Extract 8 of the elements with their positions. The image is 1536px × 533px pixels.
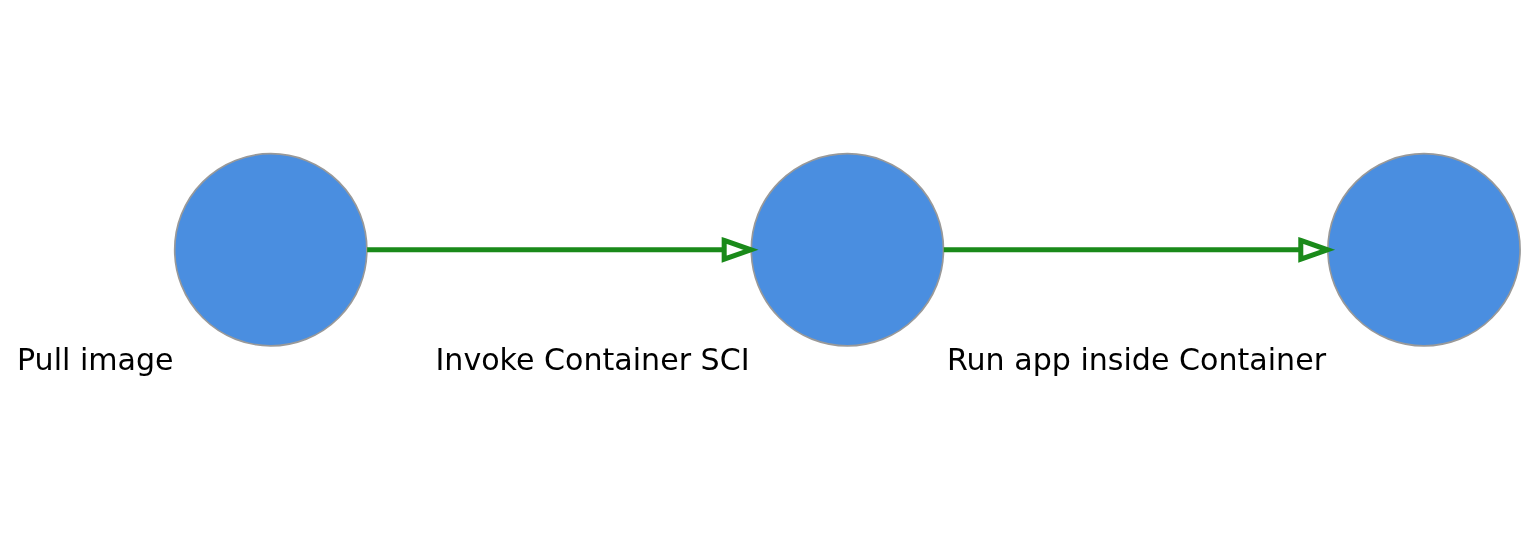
node-label: Invoke Container SCI bbox=[435, 341, 750, 377]
node-label: Pull image bbox=[16, 341, 174, 377]
arrow bbox=[943, 236, 1336, 263]
node-label: Run app inside Container bbox=[947, 341, 1327, 377]
node-circle bbox=[1327, 152, 1521, 347]
arrow bbox=[367, 236, 759, 263]
node-circle bbox=[173, 152, 368, 347]
node-circle bbox=[750, 152, 945, 347]
